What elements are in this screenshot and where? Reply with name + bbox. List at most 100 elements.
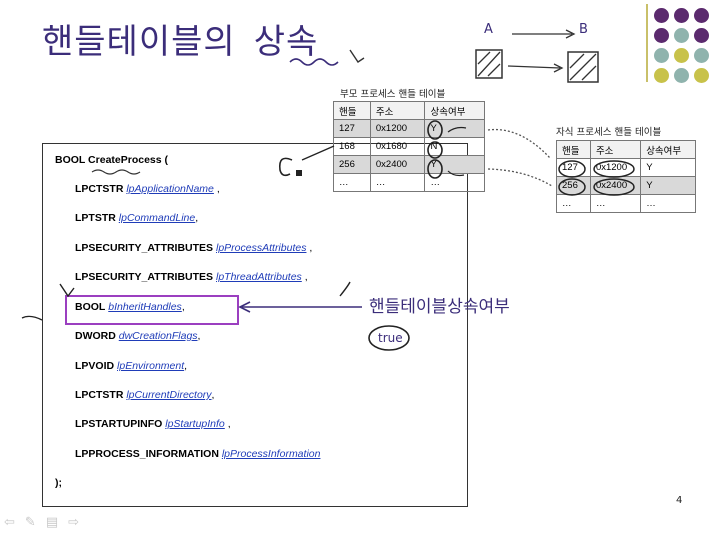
table-header: 상속여부 (424, 101, 485, 120)
parent-handle-table: 핸들 주소 상속여부 127 0x1200 Y 168 0x1680 N 256… (333, 101, 485, 192)
table-cell: 0x2400 (589, 176, 642, 195)
code-param-line: LPSECURITY_ATTRIBUTES lpProcessAttribute… (75, 242, 312, 254)
margin-arrow (21, 315, 43, 321)
slideshow-toolbar: ⇦ ✎ ▤ ⇨ (4, 512, 79, 532)
param-name: dwCreationFlags (118, 330, 198, 342)
param-sep: , (224, 418, 231, 430)
param-sep: , (184, 360, 188, 372)
param-name: lpThreadAttributes (216, 271, 302, 283)
dot (694, 48, 709, 63)
table-cell: Y (424, 155, 485, 174)
page-number: 4 (676, 495, 683, 506)
dotted-arrow-to-child (487, 128, 551, 159)
param-type: LPCTSTR (75, 183, 124, 195)
table-cell: 127 (556, 158, 591, 177)
code-param-line: LPVOID lpEnvironment, (75, 360, 187, 372)
pen-icon[interactable]: ✎ (24, 514, 36, 530)
code-param-line: LPSECURITY_ATTRIBUTES lpThreadAttributes… (75, 271, 308, 283)
table-row: 256 0x2400 Y (556, 176, 696, 195)
param-type: LPSECURITY_ATTRIBUTES (75, 242, 214, 254)
table-cell: 0x1680 (369, 137, 426, 156)
dot (654, 8, 669, 23)
diagram-label-b: B (579, 22, 588, 37)
handle-box-b (567, 51, 599, 83)
title-text: 핸들테이블의 (42, 22, 236, 62)
title-check-mark (349, 49, 365, 63)
table-cell: 0x2400 (369, 155, 426, 174)
arrow-box-a-to-b (507, 65, 561, 69)
code-param-line: LPSTARTUPINFO lpStartupInfo , (75, 418, 231, 430)
child-table-caption: 자식 프로세스 핸들 테이블 (556, 127, 662, 138)
param-sep: , (301, 271, 308, 283)
child-handle-table: 핸들 주소 상속여부 127 0x1200 Y 256 0x2400 Y … …… (556, 140, 696, 213)
param-type: LPPROCESS_INFORMATION (75, 448, 219, 460)
code-header-text: BOOL CreateProcess ( (55, 154, 169, 166)
table-cell: Y (640, 176, 696, 195)
table-cell: … (589, 194, 642, 213)
highlight-box (65, 295, 239, 325)
dot (674, 28, 689, 43)
table-row: 256 0x2400 Y (333, 155, 485, 174)
dot (694, 28, 709, 43)
table-cell: 127 (333, 119, 371, 138)
createprocess-code-box: BOOL CreateProcess ( LPCTSTR lpApplicati… (42, 143, 468, 507)
code-param-line: LPTSTR lpCommandLine, (75, 212, 198, 224)
table-header: 상속여부 (640, 140, 696, 159)
code-param-line-highlighted: BOOL bInheritHandles, (75, 301, 185, 313)
code-param-line: LPCTSTR lpApplicationName , (75, 183, 220, 195)
table-cell: 168 (333, 137, 371, 156)
slides-icon[interactable]: ▤ (45, 514, 59, 530)
decorative-dot-grid (646, 4, 720, 83)
param-name: lpCommandLine (118, 212, 196, 224)
dot (674, 48, 689, 63)
table-cell: Y (424, 119, 485, 138)
dotted-arrow-to-child (487, 168, 553, 187)
title-accent: 상속 (253, 22, 319, 62)
param-name: lpProcessAttributes (216, 242, 307, 254)
dot (654, 48, 669, 63)
table-cell: 0x1200 (589, 158, 642, 177)
diagram-label-a: A (484, 22, 493, 37)
table-row: 168 0x1680 N (333, 137, 485, 156)
table-cell: … (556, 194, 591, 213)
table-row: … … … (556, 194, 696, 213)
arrow-head (553, 63, 564, 73)
table-cell: … (369, 173, 426, 192)
table-cell: … (333, 173, 371, 192)
previous-arrow-icon[interactable]: ⇦ (4, 514, 15, 530)
param-type: LPTSTR (75, 212, 116, 224)
dot (674, 68, 689, 83)
table-cell: … (640, 194, 696, 213)
code-footer: ); (55, 477, 62, 489)
dot (694, 68, 709, 83)
code-param-line: LPCTSTR lpCurrentDirectory, (75, 389, 214, 401)
table-header: 주소 (369, 101, 426, 120)
table-row: 127 0x1200 Y (556, 158, 696, 177)
param-name: lpStartupInfo (165, 418, 225, 430)
param-name: lpProcessInformation (221, 448, 321, 460)
code-param-line: DWORD dwCreationFlags, (75, 330, 200, 342)
arrow-head (565, 29, 576, 39)
table-row: … … … (333, 173, 485, 192)
param-type: LPSTARTUPINFO (75, 418, 163, 430)
dot (654, 28, 669, 43)
param-name: lpApplicationName (126, 183, 214, 195)
table-header: 주소 (589, 140, 642, 159)
param-sep: , (213, 183, 220, 195)
param-sep: , (306, 242, 313, 254)
code-footer-text: ); (55, 477, 62, 489)
table-cell: 256 (556, 176, 591, 195)
param-type: BOOL (75, 301, 106, 313)
table-header: 핸들 (556, 140, 591, 159)
table-cell: … (424, 173, 485, 192)
handle-box-b-hatch (569, 53, 597, 81)
param-type: LPSECURITY_ATTRIBUTES (75, 271, 214, 283)
param-sep: , (197, 330, 201, 342)
dot (654, 68, 669, 83)
table-cell: N (424, 137, 485, 156)
code-param-line: LPPROCESS_INFORMATION lpProcessInformati… (75, 448, 320, 460)
param-type: LPVOID (75, 360, 115, 372)
handle-box-a (475, 49, 503, 79)
param-sep: , (211, 389, 215, 401)
next-arrow-icon[interactable]: ⇨ (68, 514, 80, 530)
